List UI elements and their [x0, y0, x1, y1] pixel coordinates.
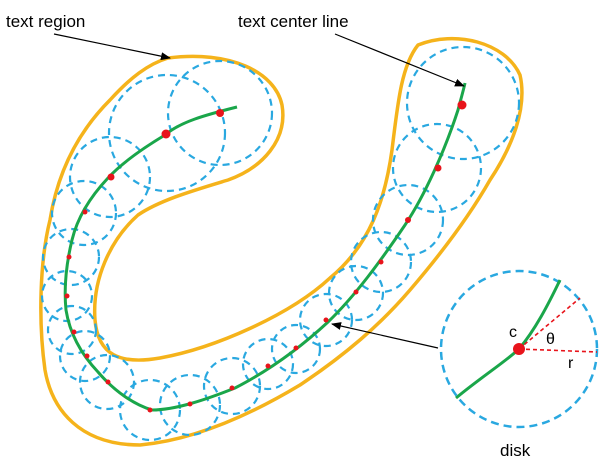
center-point — [405, 217, 411, 223]
disk — [391, 122, 483, 214]
theta-label: θ — [546, 331, 555, 348]
center-point — [64, 293, 70, 299]
disk-center-point — [513, 343, 525, 355]
center-point — [378, 259, 384, 265]
disk — [78, 353, 136, 411]
disk — [241, 337, 295, 391]
disk — [298, 292, 354, 348]
center-point — [216, 109, 224, 117]
center-point — [434, 164, 442, 172]
disk — [68, 135, 152, 219]
disk — [46, 304, 98, 356]
disk-detail — [439, 269, 599, 429]
disk-label: disk — [500, 441, 531, 460]
center-point — [229, 385, 235, 391]
center-point — [105, 379, 111, 385]
disk — [107, 73, 227, 193]
text-region-arrow — [53, 33, 171, 61]
center-point — [265, 363, 271, 369]
center-point — [457, 100, 467, 110]
center-point-group — [64, 100, 467, 413]
disk — [41, 227, 101, 287]
center-point — [323, 317, 329, 323]
disk — [405, 45, 521, 161]
text-region-outline — [39, 36, 524, 447]
disk — [50, 179, 118, 247]
center-point — [71, 329, 77, 335]
center-label: c — [509, 324, 517, 341]
disk — [270, 323, 322, 375]
disk-detail-center-line — [455, 279, 562, 400]
disk — [349, 230, 413, 294]
disk — [327, 264, 385, 322]
orientation-line — [518, 297, 581, 350]
disk — [371, 183, 445, 257]
disk-group — [40, 45, 521, 442]
disk — [158, 373, 222, 437]
disk — [202, 356, 262, 416]
center-point — [66, 254, 72, 260]
center-point — [107, 173, 115, 181]
disk — [166, 59, 274, 167]
text-region-label: text region — [6, 12, 85, 31]
center-point — [187, 401, 193, 407]
text-center-line-label: text center line — [238, 12, 349, 31]
center-point — [293, 345, 299, 351]
disk-detail-circle — [439, 269, 599, 429]
center-point — [161, 129, 171, 139]
center-point — [82, 209, 88, 215]
center-point — [84, 353, 90, 359]
center-point — [147, 407, 153, 413]
radius-label: r — [568, 355, 574, 372]
text-center-line-arrow — [334, 33, 465, 87]
disk — [118, 378, 182, 442]
disk — [58, 329, 112, 383]
radius-line — [518, 348, 598, 353]
disk-callout-arrow — [331, 322, 439, 349]
center-point — [353, 289, 359, 295]
